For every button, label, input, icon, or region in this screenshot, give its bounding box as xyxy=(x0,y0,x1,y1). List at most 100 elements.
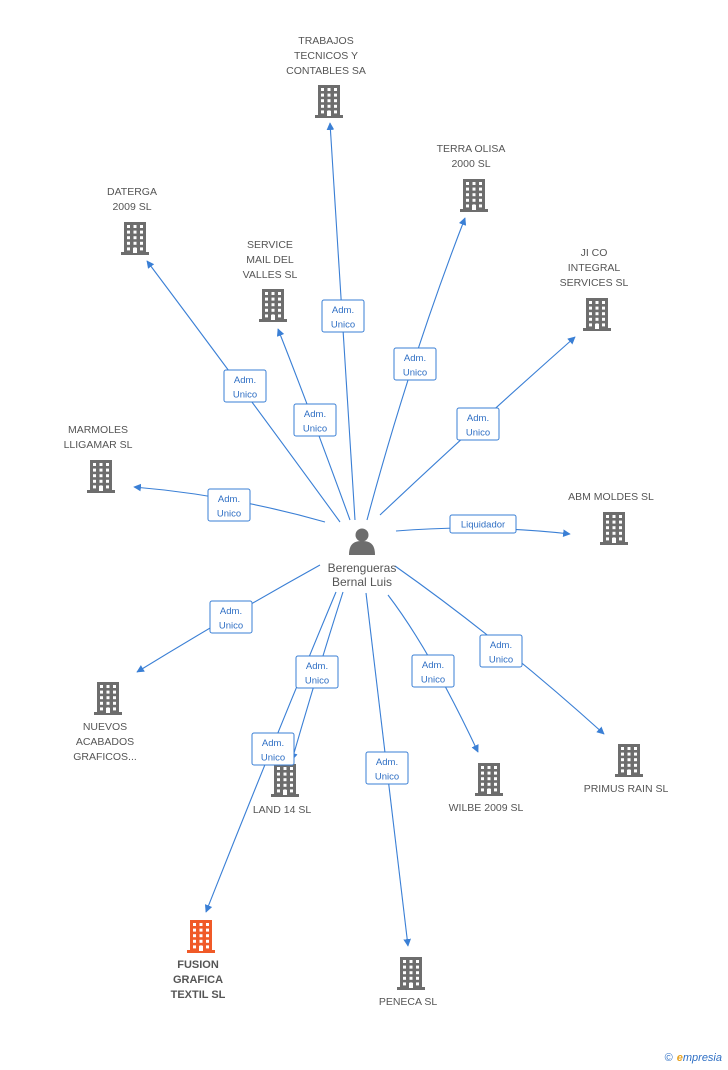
relation-label-marmoles[interactable]: Adm. Unico xyxy=(207,488,251,522)
building-icon[interactable] xyxy=(583,298,611,331)
company-name[interactable]: 2009 SL xyxy=(112,201,151,213)
building-icon[interactable] xyxy=(600,512,628,545)
company-name[interactable]: DATERGA xyxy=(107,186,157,198)
company-name[interactable]: TECNICOS Y xyxy=(294,50,358,62)
building-icon[interactable] xyxy=(397,957,425,990)
relation-box-fusion xyxy=(251,732,295,766)
relation-box-primus xyxy=(479,634,523,668)
person-name[interactable]: Berengueras xyxy=(328,561,397,575)
building-icon[interactable] xyxy=(259,289,287,322)
company-name[interactable]: TRABAJOS xyxy=(298,35,353,47)
relation-label-text: Unico xyxy=(217,509,241,520)
footer-brand[interactable]: ©empresia xyxy=(665,1052,722,1064)
relation-box-land xyxy=(295,655,339,689)
relation-label-text: Adm. xyxy=(306,661,328,672)
company-name[interactable]: MARMOLES xyxy=(68,424,128,436)
relation-label-nuevos[interactable]: Adm. Unico xyxy=(209,600,253,634)
relation-label-service[interactable]: Adm.Unico xyxy=(293,403,337,437)
relation-box-daterga xyxy=(223,369,267,403)
relation-label-text: Adm. xyxy=(262,738,284,749)
relation-label-daterga[interactable]: Adm.Unico xyxy=(223,369,267,403)
company-name[interactable]: SERVICE xyxy=(247,239,293,251)
relation-box-wilbe xyxy=(411,654,455,688)
company-node-daterga[interactable]: DATERGA 2009 SL xyxy=(107,186,157,255)
relation-label-text: Unico xyxy=(219,621,243,632)
relation-label-trabajos[interactable]: Adm.Unico xyxy=(321,299,365,333)
copyright-symbol: © xyxy=(664,1052,673,1064)
company-name[interactable]: GRAFICOS... xyxy=(73,751,137,763)
company-name[interactable]: PENECA SL xyxy=(379,996,438,1008)
company-node-land[interactable]: LAND 14 SL xyxy=(253,764,312,816)
company-node-wilbe[interactable]: WILBE 2009 SL xyxy=(449,763,524,814)
company-name[interactable]: 2000 SL xyxy=(451,158,490,170)
relation-label-text: Unico xyxy=(403,368,427,379)
company-name[interactable]: PRIMUS RAIN SL xyxy=(584,783,669,795)
brand-logo-e: e xyxy=(676,1052,683,1064)
relation-label-land[interactable]: Adm. Unico xyxy=(295,655,339,689)
relation-label-text: Unico xyxy=(421,675,445,686)
company-name[interactable]: MAIL DEL xyxy=(246,254,294,266)
company-node-nuevos[interactable]: NUEVOS ACABADOS GRAFICOS... xyxy=(73,682,137,763)
company-name[interactable]: LAND 14 SL xyxy=(253,804,312,816)
nodes-layer: TRABAJOS TECNICOS Y CONTABLES SA TERRA OLIS… xyxy=(64,35,669,1008)
building-icon[interactable] xyxy=(121,222,149,255)
company-name[interactable]: CONTABLES SA xyxy=(286,65,366,77)
building-icon[interactable] xyxy=(94,682,122,715)
relation-label-fusion[interactable]: Adm.Unico xyxy=(251,732,295,766)
company-node-primus[interactable]: PRIMUS RAIN SL xyxy=(584,744,669,795)
building-icon[interactable] xyxy=(475,763,503,796)
building-icon[interactable] xyxy=(315,85,343,118)
relation-label-primus[interactable]: Adm.Unico xyxy=(479,634,523,668)
company-name[interactable]: GRAFICA xyxy=(173,974,223,986)
building-icon[interactable] xyxy=(87,460,115,493)
company-name[interactable]: WILBE 2009 SL xyxy=(449,802,524,814)
company-name[interactable]: ABM MOLDES SL xyxy=(568,491,654,503)
relation-box-nuevos xyxy=(209,600,253,634)
company-name[interactable]: INTEGRAL xyxy=(568,262,621,274)
person-name[interactable]: Bernal Luis xyxy=(332,575,392,589)
company-node-trabajos[interactable]: TRABAJOS TECNICOS Y CONTABLES SA xyxy=(286,35,366,118)
company-node-fusion[interactable]: FUSION GRAFICA TEXTIL SL xyxy=(171,920,226,1001)
relation-label-text: Adm. xyxy=(467,413,489,424)
relation-label-text: Liquidador xyxy=(461,520,505,531)
relation-label-text: Adm. xyxy=(422,660,444,671)
person-icon[interactable] xyxy=(349,528,375,556)
company-node-peneca[interactable]: PENECA SL xyxy=(379,957,438,1008)
building-icon[interactable] xyxy=(460,179,488,212)
building-icon[interactable] xyxy=(187,920,215,953)
company-node-marmoles[interactable]: MARMOLES LLIGAMAR SL xyxy=(64,424,133,493)
relation-label-peneca[interactable]: Adm.Unico xyxy=(365,751,409,785)
brand-logo-text: mpresia xyxy=(682,1052,722,1064)
company-node-terra[interactable]: TERRA OLISA 2000 SL xyxy=(437,143,506,212)
relation-label-text: Unico xyxy=(305,676,329,687)
relation-box-terra xyxy=(393,347,437,381)
company-name[interactable]: TERRA OLISA xyxy=(437,143,506,155)
company-name[interactable]: VALLES SL xyxy=(243,269,298,281)
relation-label-text: Adm. xyxy=(220,606,242,617)
company-name[interactable]: FUSION xyxy=(177,959,219,971)
company-name[interactable]: ACABADOS xyxy=(76,736,134,748)
company-name[interactable]: JI CO xyxy=(581,247,608,259)
company-name[interactable]: NUEVOS xyxy=(83,721,127,733)
edge-labels-layer: Adm.UnicoAdm.UnicoAdm.UnicoAdm.UnicoAdm.… xyxy=(207,299,523,785)
company-node-jico[interactable]: JI CO INTEGRAL SERVICES SL xyxy=(560,247,629,331)
relation-box-trabajos xyxy=(321,299,365,333)
relation-label-jico[interactable]: Adm.Unico xyxy=(456,407,500,441)
relation-label-abm[interactable]: Liquidador xyxy=(449,514,517,534)
relation-label-text: Adm. xyxy=(218,494,240,505)
relation-label-text: Unico xyxy=(303,424,327,435)
building-icon[interactable] xyxy=(615,744,643,777)
relation-label-text: Adm. xyxy=(404,353,426,364)
company-node-service[interactable]: SERVICE MAIL DEL VALLES SL xyxy=(243,239,298,322)
company-name[interactable]: SERVICES SL xyxy=(560,277,629,289)
company-name[interactable]: TEXTIL SL xyxy=(171,989,226,1001)
relation-label-text: Adm. xyxy=(332,305,354,316)
company-node-abm[interactable]: ABM MOLDES SL xyxy=(568,491,654,545)
company-name[interactable]: LLIGAMAR SL xyxy=(64,439,133,451)
relation-label-terra[interactable]: Adm. Unico xyxy=(393,347,437,381)
building-icon[interactable] xyxy=(271,764,299,797)
relation-label-text: Adm. xyxy=(490,640,512,651)
relation-label-wilbe[interactable]: Adm. Unico xyxy=(411,654,455,688)
